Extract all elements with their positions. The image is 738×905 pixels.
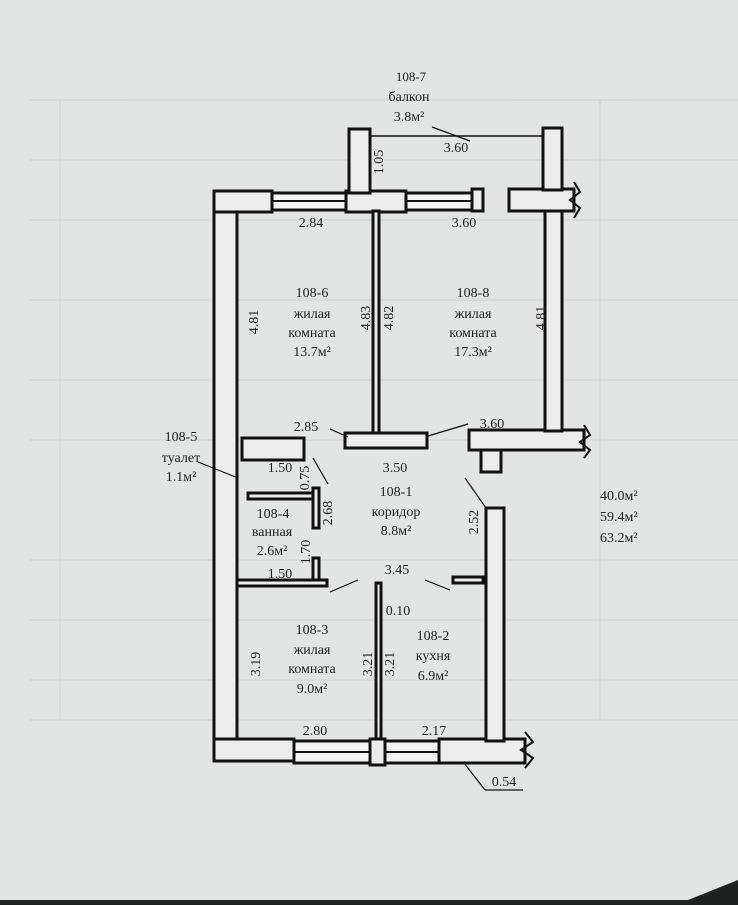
wall-break-marks	[519, 181, 592, 769]
mid-right-stub	[479, 448, 503, 474]
room-1-type: коридор	[372, 505, 421, 520]
bottom-wall-left	[212, 737, 296, 763]
dim-3-60-top: 3.60	[452, 216, 477, 231]
room-3-type2: комната	[288, 662, 336, 677]
kitchen-right-wall	[484, 506, 506, 743]
balcony-post-left	[347, 127, 372, 195]
balcony-area: 3.8м²	[394, 110, 425, 125]
toilet-top-wall	[240, 436, 306, 462]
room-8-type1: жилая	[454, 307, 492, 322]
room-8-area: 17.3м²	[454, 345, 492, 360]
dim-3-45: 3.45	[385, 563, 410, 578]
dim-0-10: 0.10	[386, 604, 411, 619]
faded-background-form	[30, 99, 738, 721]
dim-3-60-mid: 3.60	[480, 417, 505, 432]
balcony-post-right	[541, 126, 564, 192]
room-1-area: 8.8м²	[381, 524, 412, 539]
room-5-type: туалет	[162, 451, 200, 466]
bath-bottom-wall	[235, 578, 329, 588]
leader-lines	[197, 423, 523, 791]
dim-1-70: 1.70	[299, 540, 314, 565]
dim-4-81-right: 4.81	[534, 306, 549, 331]
room-6-type1: жилая	[293, 307, 331, 322]
dim-0-75: 0.75	[298, 466, 313, 491]
room-6-type2: комната	[288, 326, 336, 341]
bath-side-wall	[311, 486, 321, 530]
walls	[212, 126, 586, 767]
corridor-top-wall	[343, 431, 429, 450]
room-6-code: 108-6	[296, 286, 329, 301]
total-area-1: 40.0м²	[600, 489, 638, 504]
dim-2-52: 2.52	[467, 510, 482, 535]
dim-2-85: 2.85	[294, 420, 319, 435]
dim-4-81-left: 4.81	[247, 310, 262, 335]
dim-0-54: 0.54	[492, 775, 517, 790]
room-2-code: 108-2	[417, 629, 450, 644]
bottom-pier	[368, 737, 387, 767]
toilet-bottom-wall	[246, 491, 316, 501]
top-wall-right	[507, 187, 576, 213]
dim-3-50: 3.50	[383, 461, 408, 476]
kitchen-left-partition	[374, 581, 383, 741]
room-1-code: 108-1	[380, 485, 413, 500]
dim-4-83: 4.83	[359, 306, 374, 331]
dim-3-19: 3.19	[249, 652, 264, 677]
kitchen-top-stub	[451, 575, 485, 585]
balcony-label: балкон	[388, 90, 430, 105]
dim-3-21-b: 3.21	[383, 652, 398, 677]
room-4-type: ванная	[252, 525, 293, 540]
dim-3-60-balcony: 3.60	[444, 141, 469, 156]
dim-2-68: 2.68	[321, 501, 336, 526]
room-2-area: 6.9м²	[418, 669, 449, 684]
room-5-code: 108-5	[165, 430, 198, 445]
dim-2-17: 2.17	[422, 724, 447, 739]
bottom-wall-right	[437, 737, 527, 765]
mid-right-wall	[467, 428, 586, 452]
balcony-code: 108-7	[396, 69, 427, 84]
dim-1-05: 1.05	[372, 150, 387, 175]
top-stub	[470, 187, 485, 213]
room-6-area: 13.7м²	[293, 345, 331, 360]
dim-1-50-top: 1.50	[268, 461, 293, 476]
top-wall-left	[212, 189, 274, 214]
dim-2-80: 2.80	[303, 724, 328, 739]
dim-4-82: 4.82	[382, 306, 397, 331]
total-area-2: 59.4м²	[600, 510, 638, 525]
room-5-area: 1.1м²	[166, 470, 197, 485]
room-3-area: 9.0м²	[297, 682, 328, 697]
room-3-type1: жилая	[293, 643, 331, 658]
room-4-code: 108-4	[257, 507, 290, 522]
dim-3-21-a: 3.21	[361, 652, 376, 677]
room-4-area: 2.6м²	[257, 544, 288, 559]
total-area-3: 63.2м²	[600, 531, 638, 546]
dim-2-84: 2.84	[299, 216, 324, 231]
room-8-type2: комната	[449, 326, 497, 341]
room-3-code: 108-3	[296, 623, 329, 638]
dim-1-50-bottom: 1.50	[268, 567, 293, 582]
room-2-type: кухня	[416, 649, 451, 664]
room-8-code: 108-8	[457, 286, 490, 301]
balcony-leader	[431, 126, 471, 142]
